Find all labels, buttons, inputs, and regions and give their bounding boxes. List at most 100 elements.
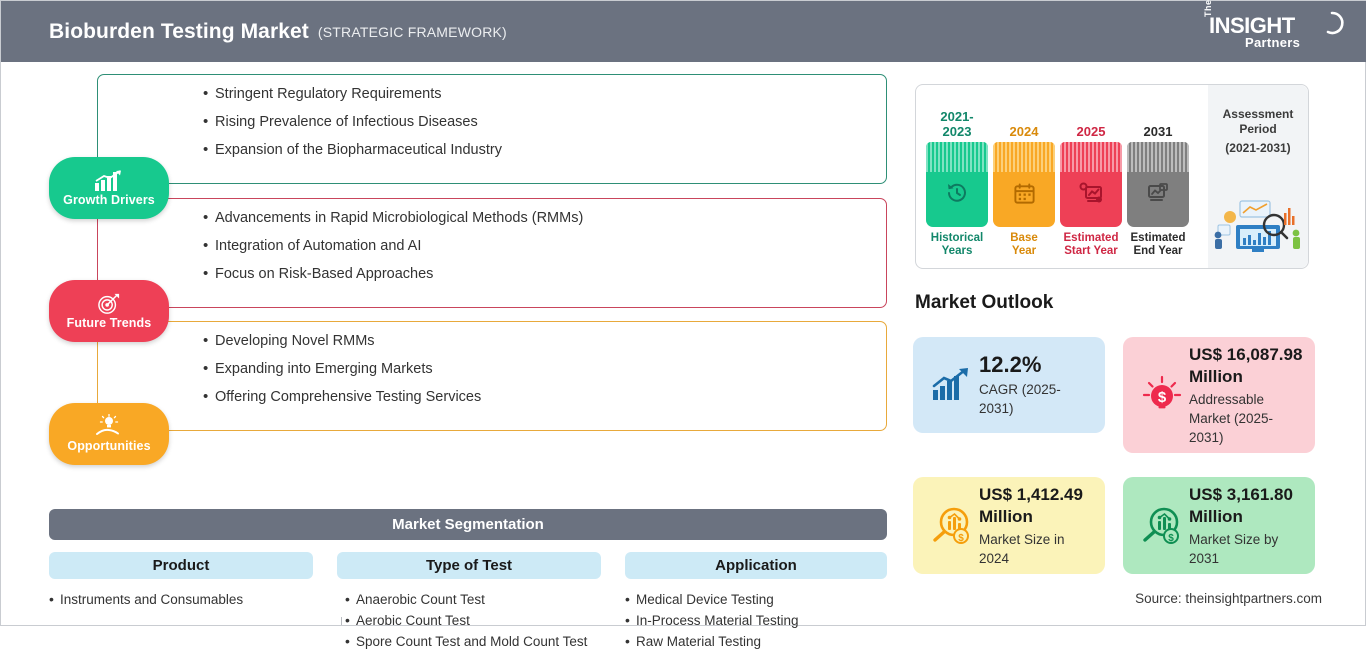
outlook-card-label: Market Size by 2031 (1189, 531, 1279, 566)
segmentation-item-list: •Anaerobic Count Test •Aerobic Count Tes… (345, 591, 601, 650)
left-column: •Stringent Regulatory Requirements •Risi… (1, 62, 907, 649)
timeline-year: 2025 (1076, 124, 1106, 139)
badge-opportunities[interactable]: Opportunities (49, 403, 169, 465)
outlook-card-text: US$ 16,087.98 Million Addressable Market… (1189, 344, 1303, 447)
list-item: •Offering Comprehensive Testing Services (203, 389, 482, 406)
svg-text:$: $ (1158, 389, 1167, 406)
bullet-dot-icon: • (625, 612, 630, 628)
timeline-caption: Start Year (1064, 245, 1118, 257)
segmentation-column-title: Type of Test (425, 557, 513, 574)
svg-text:$: $ (1168, 533, 1174, 544)
bullet-dot-icon: • (49, 591, 54, 607)
market-outlook-title: Market Outlook (915, 292, 1054, 313)
timeline-caption: Estimated (1130, 232, 1186, 244)
magnifier-chart-dollar-icon: $ (925, 505, 979, 547)
outlook-card-value: US$ 1,412.49 Million (979, 484, 1083, 526)
outlook-card-market-size-2031: $ US$ 3,161.80 Million Market Size by 20… (1123, 477, 1315, 574)
insight-partners-logo: The INSIGHT Partners (1197, 0, 1347, 55)
logo-insight-text: INSIGHT (1209, 13, 1295, 38)
timeline-stripes (1127, 142, 1189, 172)
monitor-chart-icon (1079, 182, 1103, 209)
timeline-caption: Years (941, 245, 973, 257)
timeline-bar-body (1127, 142, 1189, 227)
segmentation-item-list: • Instruments and Consumables (49, 591, 313, 608)
future-trends-bullet-list: • Advancements in Rapid Microbiological M… (203, 210, 583, 294)
timeline-year: 2021-2023 (940, 109, 974, 139)
list-item: •Focus on Risk-Based Approaches (203, 266, 583, 283)
list-item-label: Advancements in Rapid Microbiological Me… (215, 210, 584, 226)
timeline-bar-body (993, 142, 1055, 227)
bullet-dot-icon: • (203, 141, 209, 158)
outlook-card-value: US$ 3,161.80 Million (1189, 484, 1293, 526)
timeline-stripes (993, 142, 1055, 172)
magnifier-chart-dollar-icon: $ (1135, 505, 1189, 547)
segmentation-column-title: Product (152, 557, 210, 574)
bullet-dot-icon: • (625, 591, 630, 607)
logo-arc-icon (1326, 11, 1344, 35)
growth-drivers-bullet-list: •Stringent Regulatory Requirements •Risi… (203, 86, 502, 170)
list-item: • Integration of Automation and AI (203, 237, 583, 255)
bullet-dot-icon: • (345, 591, 350, 607)
timeline-bar-body (926, 142, 988, 227)
timeline-bar-estimated-start: 2025 Estimated (1060, 124, 1122, 258)
list-item-label: Expansion of the Biopharmaceutical Indus… (215, 142, 502, 158)
growth-chart-icon (925, 368, 979, 402)
outlook-card-value: 12.2% (979, 352, 1042, 377)
segmentation-column-header: Product (49, 552, 313, 579)
panel-growth-drivers: •Stringent Regulatory Requirements •Risi… (97, 74, 887, 184)
segmentation-item-list: • Medical Device Testing • In-Process Mate… (625, 591, 887, 650)
header-bar: Bioburden Testing Market (STRATEGIC FRAM… (1, 0, 1366, 62)
panel-opportunities: • Developing Novel RMMs •Expanding into E… (97, 321, 887, 431)
list-item-label: Developing Novel RMMs (215, 333, 375, 349)
bullet-dot-icon: • (345, 633, 350, 649)
timeline-stripes (926, 142, 988, 172)
badge-label: Opportunities (67, 438, 151, 453)
logo-partners-text: Partners (1245, 35, 1301, 50)
list-item: • Instruments and Consumables (49, 591, 313, 608)
list-item: • Expansion of the Biopharmaceutical Indu… (203, 141, 502, 159)
list-item: • In-Process Material Testing (625, 612, 887, 629)
list-item: • Raw Material Testing (625, 633, 887, 650)
timeline-caption: Base (1010, 232, 1038, 244)
timeline-caption: Year (1011, 245, 1037, 257)
list-item-label: Medical Device Testing (636, 592, 774, 607)
outlook-card-text: US$ 1,412.49 Million Market Size in 2024 (979, 484, 1093, 568)
list-item-label: In-Process Material Testing (636, 613, 799, 628)
list-item-label: Instruments and Consumables (60, 592, 244, 607)
timeline-caption: Historical (930, 232, 984, 244)
bullet-dot-icon: • (203, 360, 209, 377)
opportunities-bullet-list: • Developing Novel RMMs •Expanding into E… (203, 333, 481, 417)
timeline-stripes (1060, 142, 1122, 172)
segmentation-column-header: Application (625, 552, 887, 579)
list-item: •Expanding into Emerging Markets (203, 360, 481, 378)
bar-chart-growth-icon (94, 169, 124, 192)
list-item: •Anaerobic Count Test (345, 591, 601, 608)
list-item-label: Focus on Risk-Based Approaches (215, 266, 434, 282)
panel-future-trends: • Advancements in Rapid Microbiological M… (97, 198, 887, 308)
list-item-label: Integration of Automation and AI (215, 238, 422, 254)
bullet-dot-icon: • (625, 633, 630, 649)
outlook-card-label: Market Size in 2024 (979, 531, 1065, 566)
monitor-image-icon (1146, 182, 1170, 209)
bullet-dot-icon: • (203, 85, 209, 102)
bullet-dot-icon: • (203, 237, 209, 254)
segmentation-column-type-of-test: Type of Test •Anaerobic Count Test •Aero… (337, 552, 601, 655)
bullet-dot-icon: • (203, 332, 209, 349)
outlook-card-label: Addressable Market (2025-2031) (1189, 391, 1274, 445)
market-segmentation-header: Market Segmentation (49, 509, 887, 540)
lightbulb-dollar-icon: $ (1135, 374, 1189, 416)
badge-future-trends[interactable]: Future Trends (49, 280, 169, 342)
timeline-caption: Estimated (1063, 232, 1119, 244)
list-item-label: Offering Comprehensive Testing Services (215, 389, 482, 405)
calendar-icon (1013, 182, 1036, 210)
business-analytics-illustration (1210, 195, 1306, 260)
list-item-label: Spore Count Test and Mold Count Test (356, 634, 588, 649)
badge-growth-drivers[interactable]: Growth Drivers (49, 157, 169, 219)
list-item: •Aerobic Count Test (345, 613, 601, 629)
target-dart-icon (96, 293, 122, 315)
bullet-dot-icon: • (203, 209, 209, 226)
list-item-label: Raw Material Testing (636, 634, 762, 649)
